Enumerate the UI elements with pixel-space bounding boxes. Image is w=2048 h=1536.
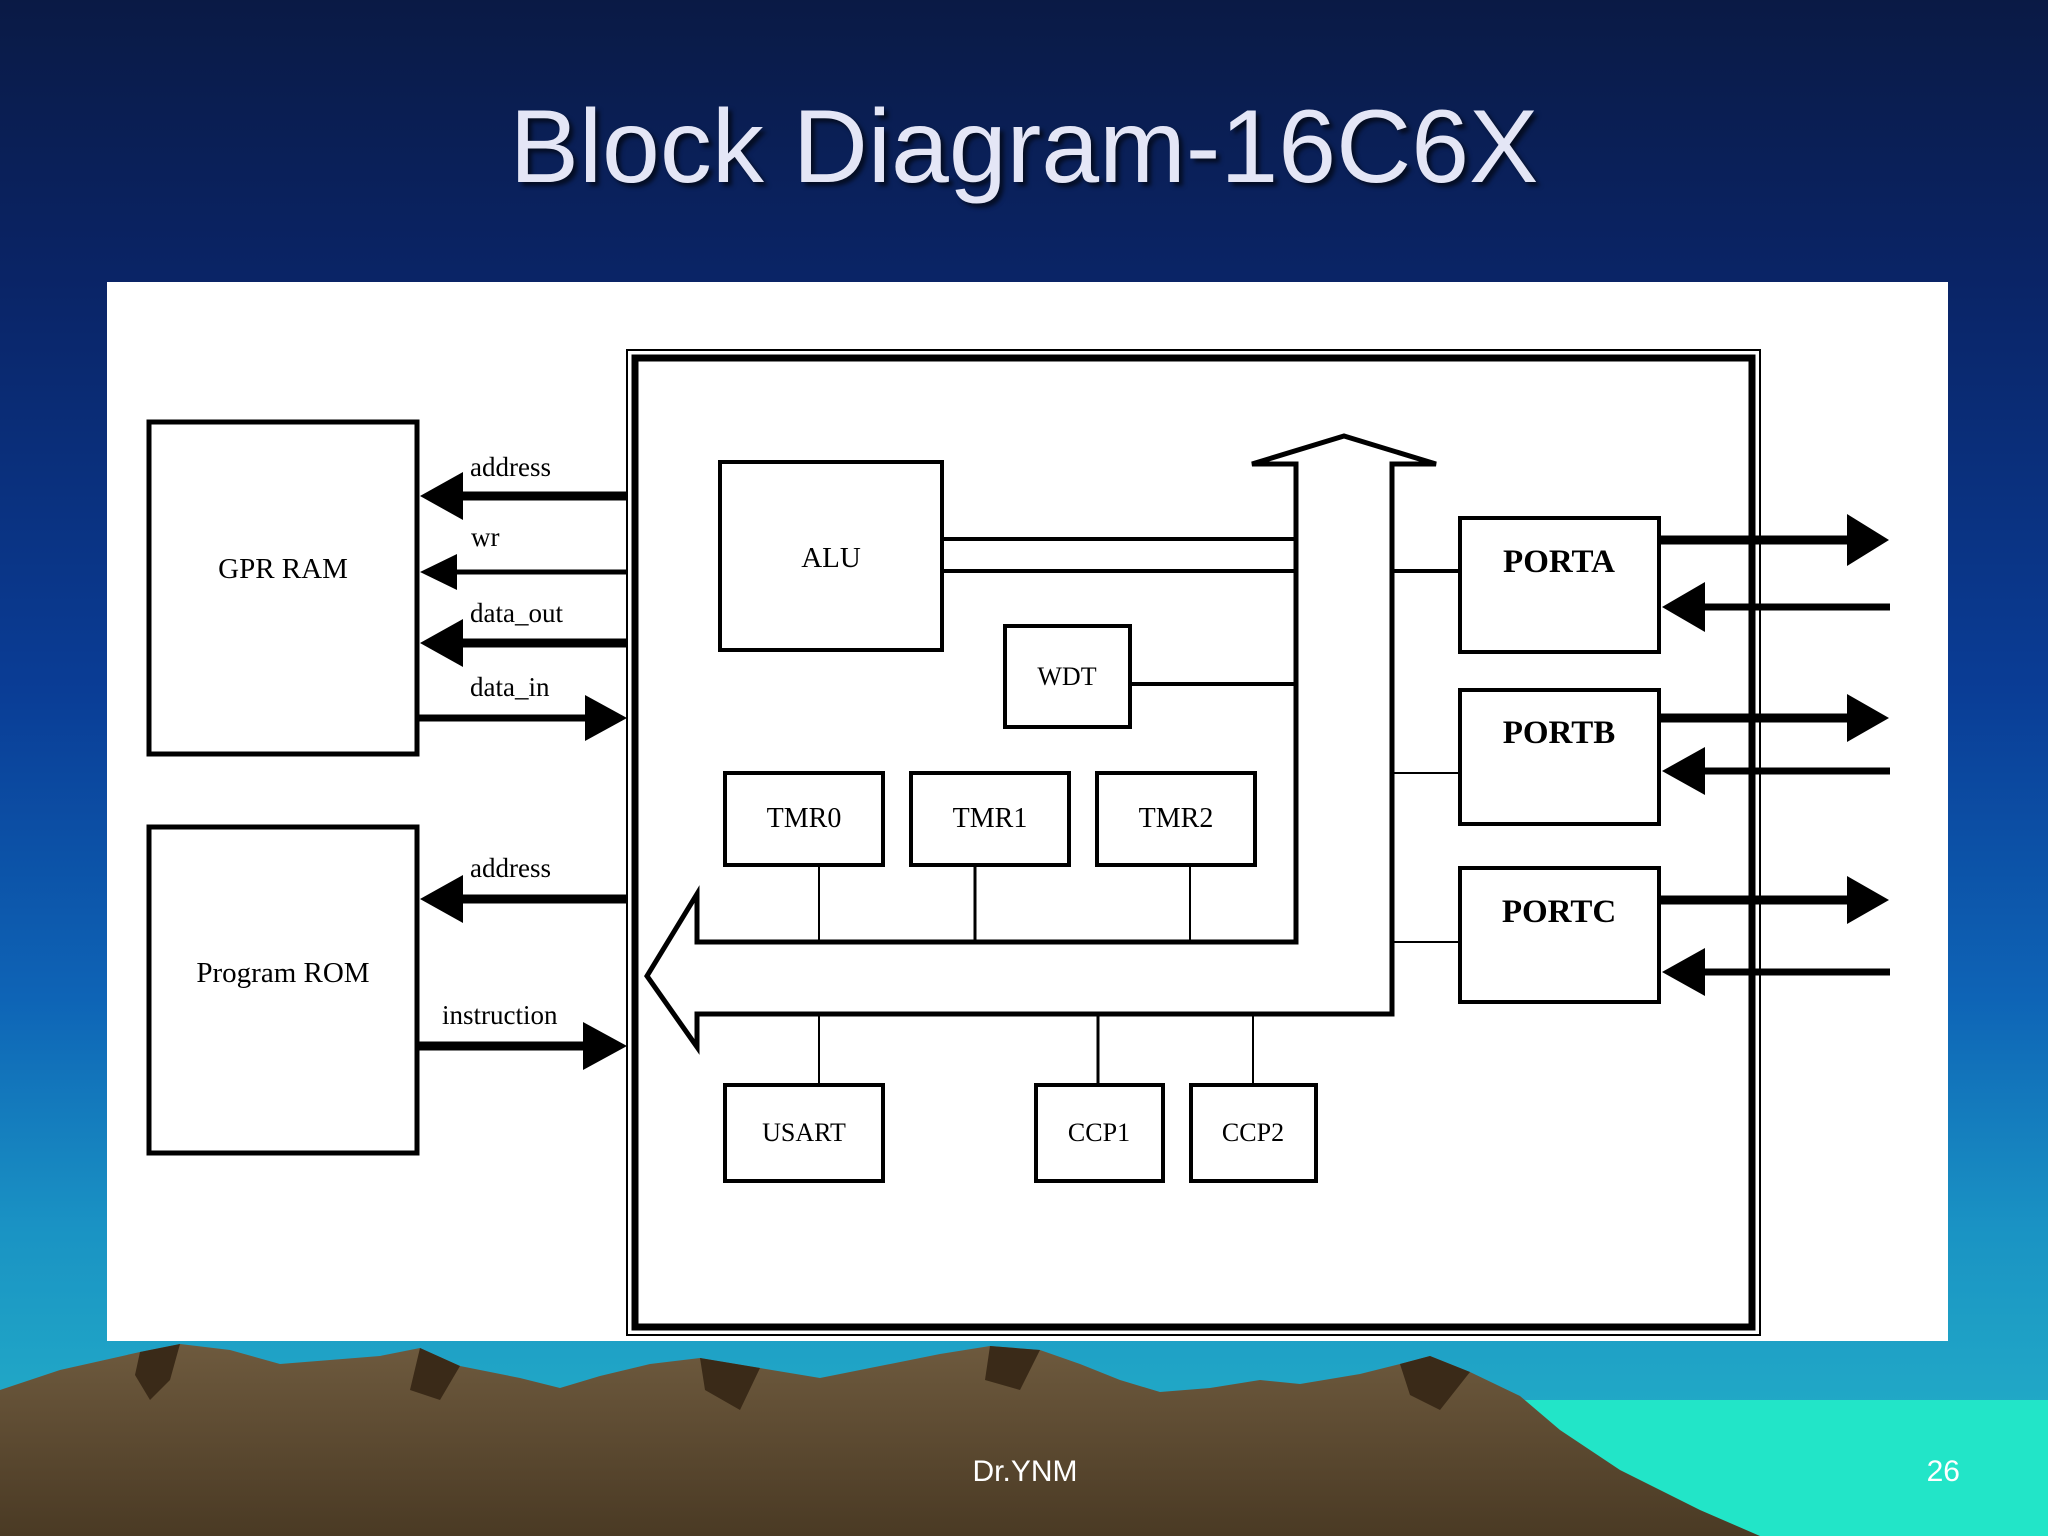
portb-block: PORTB (1458, 688, 1661, 826)
mountain-shadow-3 (985, 1346, 1040, 1390)
ram-data-out-label: data_out (470, 598, 563, 628)
portb-io-arrows (1659, 694, 1890, 795)
rom-instruction-label: instruction (442, 1000, 558, 1030)
portc-label: PORTC (1502, 894, 1616, 930)
porta-io-arrows (1659, 514, 1890, 632)
block-diagram: GPR RAM Program ROM address wr data_out … (107, 282, 1948, 1341)
ccp2-label: CCP2 (1222, 1118, 1284, 1147)
instruction-arrowhead (583, 1022, 627, 1070)
tmr2-block: TMR2 (1095, 771, 1257, 867)
mountain-shadow-1 (135, 1344, 180, 1400)
mountain-shadow-4 (1400, 1356, 1470, 1410)
alu-block: ALU (718, 460, 944, 652)
ccp1-label: CCP1 (1068, 1118, 1130, 1147)
tmr0-label: TMR0 (767, 803, 842, 834)
mountain-range (0, 1344, 1760, 1536)
portb-label: PORTB (1503, 715, 1616, 751)
program-rom-block: Program ROM (146, 824, 420, 1156)
footer-author: Dr.YNM (972, 1455, 1078, 1488)
chip-inner-border (631, 354, 1756, 1331)
ram-address-label: address (470, 452, 551, 482)
data-bus-arrow (644, 433, 1437, 1055)
wdt-block: WDT (1003, 624, 1132, 729)
slide-title: Block Diagram-16C6X (509, 89, 1539, 205)
mountain-shadow-5 (700, 1358, 760, 1410)
wr-arrowhead (420, 554, 457, 590)
porta-label: PORTA (1503, 544, 1615, 580)
portc-io-arrows (1659, 876, 1890, 996)
wdt-label: WDT (1037, 662, 1096, 691)
tmr2-label: TMR2 (1139, 803, 1214, 834)
portc-block: PORTC (1458, 866, 1661, 1004)
porta-block: PORTA (1458, 516, 1661, 654)
block-diagram-canvas: GPR RAM Program ROM address wr data_out … (146, 349, 1890, 1336)
tmr1-block: TMR1 (909, 771, 1071, 867)
gpr-ram-block: GPR RAM (146, 419, 420, 757)
ram-wr-label: wr (471, 522, 500, 552)
ram-data-in-label: data_in (470, 672, 550, 702)
program-rom-label: Program ROM (196, 957, 369, 989)
data-out-arrowhead (420, 619, 463, 667)
page-number: 26 (1926, 1455, 1960, 1488)
mountain-shadow-2 (410, 1348, 460, 1400)
address-arrowhead (420, 472, 463, 520)
data-in-arrowhead (585, 695, 627, 741)
rom-signal-lines (417, 875, 627, 1070)
ram-signal-lines (417, 472, 627, 741)
alu-label: ALU (801, 542, 861, 574)
rom-address-arrowhead (420, 875, 463, 923)
rom-address-label: address (470, 853, 551, 883)
chip-outer-border (626, 349, 1761, 1336)
usart-block: USART (723, 1083, 885, 1183)
tmr0-block: TMR0 (723, 771, 885, 867)
mountains-illustration (0, 1344, 2048, 1536)
ccp1-block: CCP1 (1034, 1083, 1165, 1183)
tmr1-label: TMR1 (953, 803, 1028, 834)
gpr-ram-label: GPR RAM (218, 553, 348, 585)
usart-label: USART (762, 1118, 846, 1147)
ccp2-block: CCP2 (1189, 1083, 1318, 1183)
